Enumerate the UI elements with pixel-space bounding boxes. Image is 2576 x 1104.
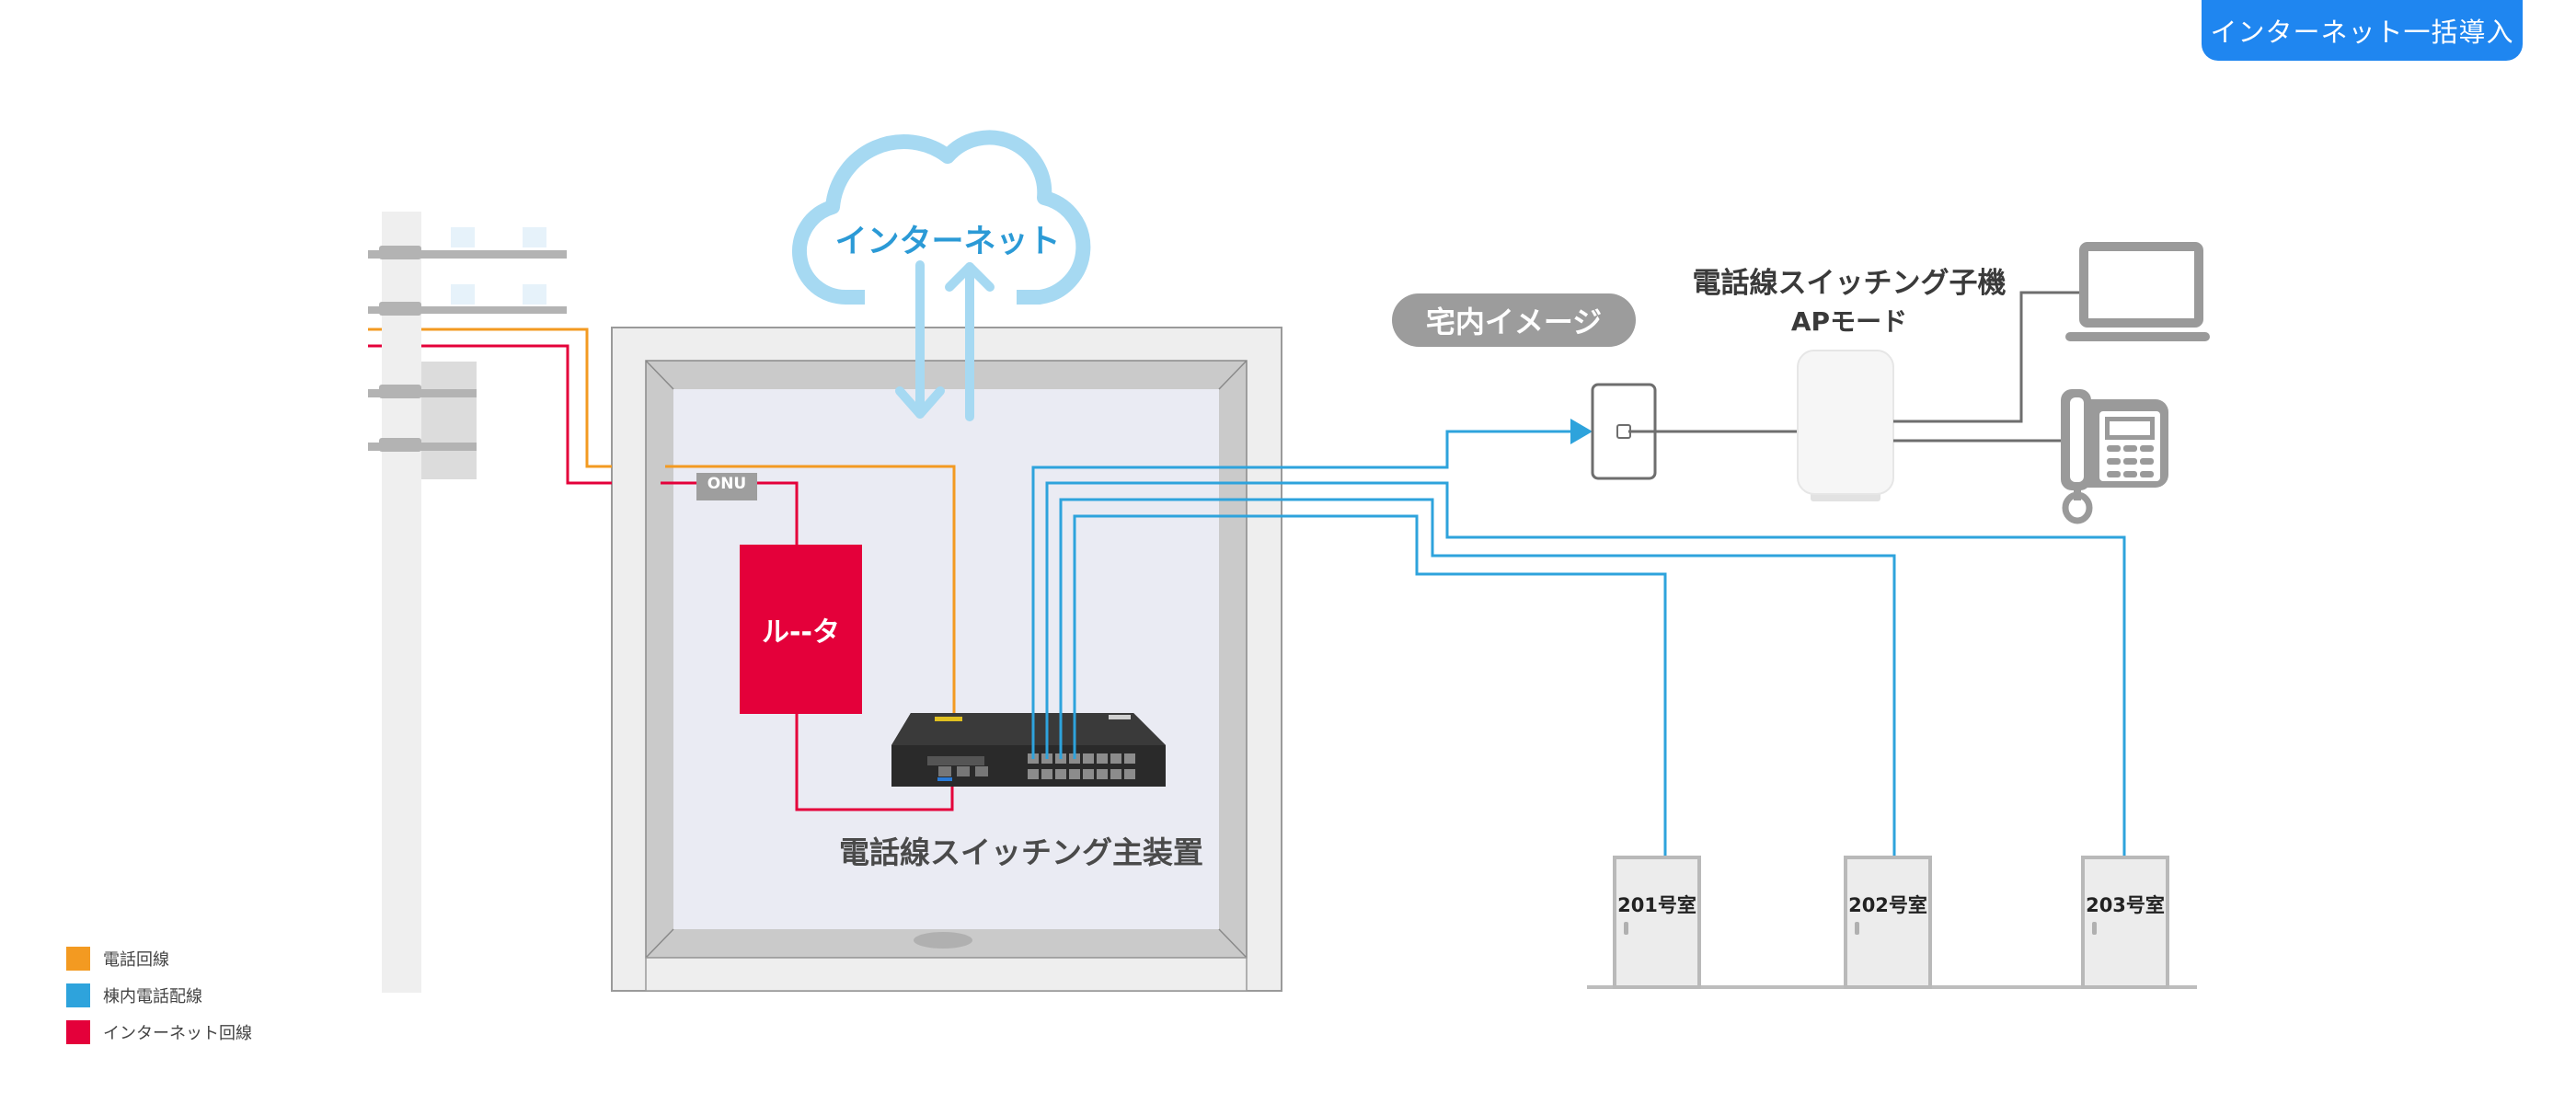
phone-key xyxy=(2123,471,2137,477)
phone-key xyxy=(2140,445,2154,452)
internet-label: インターネット xyxy=(834,224,1061,260)
legend: 電話回線 棟内電話配線 インターネット回線 xyxy=(66,940,252,1051)
switch-port xyxy=(1083,769,1094,779)
building-cabinet xyxy=(611,327,1282,992)
room-label-202: 202号室 xyxy=(1848,894,1927,916)
phone-line-wire xyxy=(421,328,612,468)
wire-to-room-203 xyxy=(1045,481,2126,857)
legend-item-internet-line: インターネット回線 xyxy=(66,1014,252,1051)
switch-port xyxy=(1097,769,1108,779)
room-label-201: 201号室 xyxy=(1617,894,1696,916)
internet-bulk-install-button[interactable]: インターネット一括導入 xyxy=(2202,0,2523,61)
wire-to-room-201 xyxy=(1073,514,1667,857)
switch-port xyxy=(1124,769,1135,779)
switch-port xyxy=(1124,753,1135,764)
onu-label: ONU xyxy=(707,475,747,493)
legend-label: 電話回線 xyxy=(103,950,169,970)
onu-device xyxy=(696,473,757,500)
legend-swatch xyxy=(66,983,90,1007)
router-label: ル--タ xyxy=(762,616,840,649)
building-wiring xyxy=(1031,430,2126,857)
phone-key xyxy=(2140,458,2154,465)
phone-key xyxy=(2107,471,2121,477)
access-point-device xyxy=(1797,350,1894,501)
laptop-icon xyxy=(2065,242,2210,341)
arrow-head-icon xyxy=(1570,419,1593,444)
legend-item-phone-line: 電話回線 xyxy=(66,940,252,977)
utility-pole xyxy=(368,212,567,993)
home-image-badge: 宅内イメージ xyxy=(1392,293,1636,347)
internet-line-wire xyxy=(421,344,612,485)
room-label-203: 203号室 xyxy=(2086,894,2165,916)
room-door-201 xyxy=(1613,856,1701,989)
desk-phone-icon xyxy=(2061,389,2168,524)
legend-label: 棟内電話配線 xyxy=(103,987,202,1006)
ap-subtitle: APモード xyxy=(1790,306,1908,337)
switch-port xyxy=(1110,769,1121,779)
main-unit-label: 電話線スイッチング主装置 xyxy=(839,834,1203,870)
internet-line-wire xyxy=(795,714,954,811)
phone-line-wire xyxy=(665,465,956,722)
switch-port xyxy=(1110,753,1121,764)
switch-port xyxy=(1028,769,1039,779)
phone-key xyxy=(2107,445,2121,452)
wire-to-room-202 xyxy=(1059,498,1896,857)
legend-item-building-wiring: 棟内電話配線 xyxy=(66,977,252,1014)
cloud-icon xyxy=(791,130,1091,305)
switch-port xyxy=(1055,769,1066,779)
internet-line-wire xyxy=(757,481,799,545)
phone-key xyxy=(2123,458,2137,465)
legend-swatch xyxy=(66,947,90,971)
switch-port xyxy=(1097,753,1108,764)
wire-to-home xyxy=(1031,430,1570,759)
room-door-202 xyxy=(1844,856,1932,989)
ap-title: 電話線スイッチング子機 xyxy=(1692,267,2007,300)
phone-key xyxy=(2123,445,2137,452)
switch-port xyxy=(1041,769,1052,779)
phone-key xyxy=(2140,471,2154,477)
phone-key xyxy=(2107,458,2121,465)
legend-label: インターネット回線 xyxy=(103,1024,252,1043)
legend-swatch xyxy=(66,1020,90,1044)
router-device xyxy=(740,545,862,714)
switch-port xyxy=(1083,753,1094,764)
switch-port xyxy=(1069,769,1080,779)
room-door-203 xyxy=(2081,856,2169,989)
internet-updown-arrows-icon xyxy=(895,260,995,421)
switch-main-unit xyxy=(891,713,1166,787)
